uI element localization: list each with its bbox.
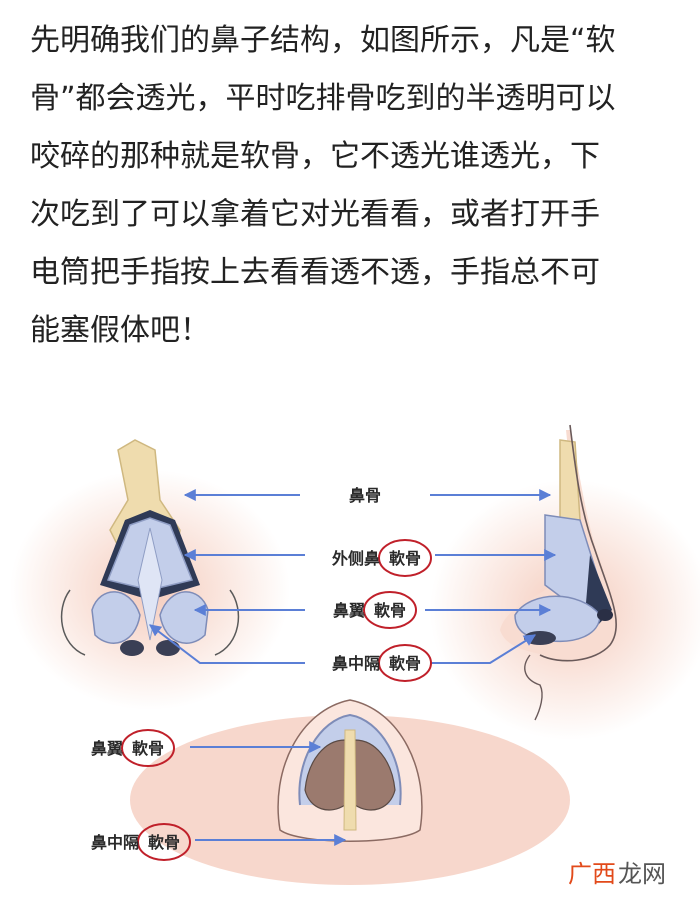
septal-cartilage-arrow-left [149, 624, 305, 664]
watermark-text-part2: 龙网 [618, 860, 666, 888]
bottom-alar-circle [121, 729, 175, 767]
nose-anatomy-figure: 鼻骨 外侧鼻 軟骨 鼻翼 軟骨 鼻中隔 軟骨 鼻翼 軟骨 鼻中隔 軟骨 广西 龙… [0, 410, 700, 904]
article-line: 次吃到了可以拿着它对光看看，或者打开手 [30, 197, 600, 232]
article-line: 先明确我们的鼻子结构，如图所示，凡是“软 [30, 23, 616, 58]
label-septal-prefix: 鼻中隔 [332, 654, 380, 673]
bottom-view-nose [130, 699, 570, 885]
label-nasal-bone: 鼻骨 [349, 486, 381, 505]
article-line: 电筒把手指按上去看看透不透，手指总不可 [30, 255, 600, 290]
diagram-labels: 鼻骨 外侧鼻 軟骨 鼻翼 軟骨 鼻中隔 軟骨 鼻翼 軟骨 鼻中隔 軟骨 [91, 486, 421, 852]
label-lateral-cartilage: 軟骨 [389, 549, 421, 568]
front-view-nose [10, 439, 290, 710]
septal-cartilage-circle [378, 644, 432, 682]
nose-anatomy-diagram: 鼻骨 外侧鼻 軟骨 鼻翼 軟骨 鼻中隔 軟骨 鼻翼 軟骨 鼻中隔 軟骨 广西 龙… [10, 424, 700, 888]
article-line: 骨”都会透光，平时吃排骨吃到的半透明可以 [30, 81, 616, 116]
alar-cartilage-circle [363, 591, 417, 629]
article-paragraph: 先明确我们的鼻子结构，如图所示，凡是“软 骨”都会透光，平时吃排骨吃到的半透明可… [30, 12, 680, 360]
label-arrows [149, 489, 557, 846]
article-line: 能塞假体吧！ [30, 313, 210, 348]
label-alar-cartilage: 軟骨 [374, 601, 406, 620]
septal-cartilage-arrow-right [430, 634, 537, 664]
side-view-nose [430, 424, 700, 740]
label-bottom-alar-cartilage: 軟骨 [132, 739, 164, 758]
bottom-septal-circle [137, 823, 191, 861]
label-bottom-septal-cartilage: 軟骨 [148, 833, 180, 852]
article-line: 咬碎的那种就是软骨，它不透光谁透光，下 [30, 139, 600, 174]
watermark-logo: 广西 龙网 [568, 860, 666, 888]
label-bottom-septal-prefix: 鼻中隔 [91, 833, 139, 852]
lateral-cartilage-circle [378, 539, 432, 577]
highlight-circles [121, 539, 432, 861]
label-bottom-alar-prefix: 鼻翼 [91, 739, 123, 758]
label-lateral-prefix: 外侧鼻 [331, 549, 380, 568]
label-alar-prefix: 鼻翼 [333, 601, 365, 620]
watermark-text-part1: 广西 [568, 860, 616, 888]
label-septal-cartilage: 軟骨 [389, 654, 421, 673]
